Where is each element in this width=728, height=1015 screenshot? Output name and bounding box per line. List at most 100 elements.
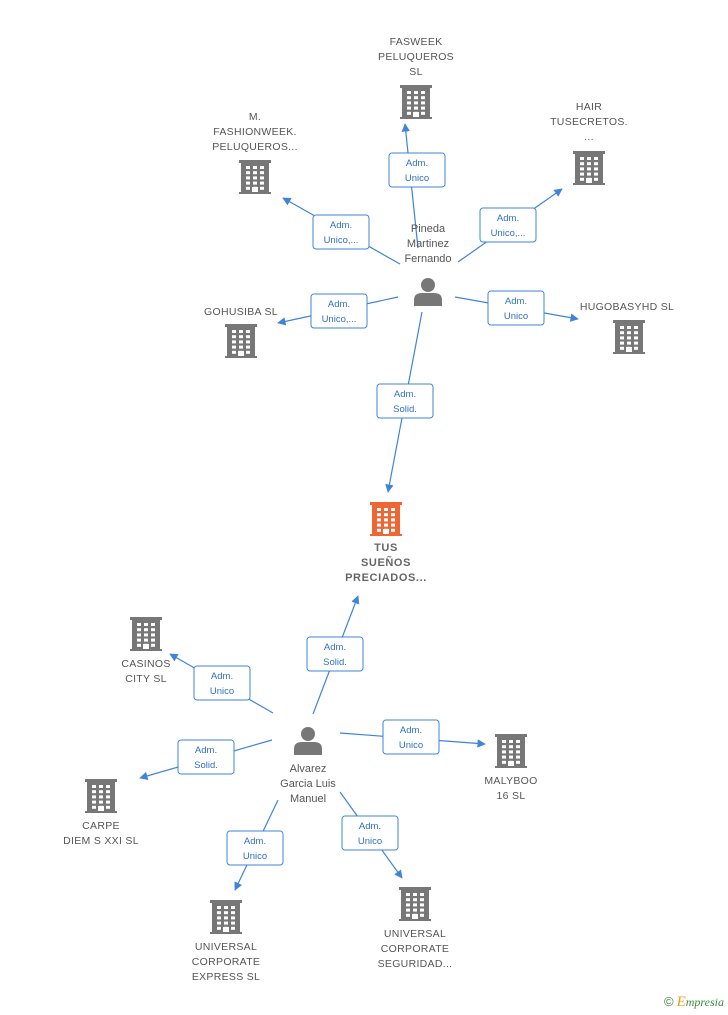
node-label-line: SEGURIDAD... [378,958,453,970]
building-icon[interactable] [370,502,402,536]
node-label-line: PRECIADOS... [345,572,427,584]
node-label-line: FASHIONWEEK. [213,126,297,138]
node-label-line: UNIVERSAL [195,941,257,953]
building-icon[interactable] [613,320,645,354]
relation-label-pineda-to-mfashion[interactable]: Adm. Unico,... [312,214,370,250]
node-label-line: SUEÑOS [361,556,411,569]
building-icon[interactable] [225,324,257,358]
person-icon[interactable] [414,278,442,306]
relation-label-line: Unico,... [322,314,357,325]
relation-label-alvarez-to-seguridad[interactable]: Adm. Unico [341,815,399,851]
relation-label-line: Unico [504,311,528,322]
relation-label-line: Solid. [323,657,347,668]
nodes-layer: TUS SUEÑOS PRECIADOS... PinedaMartinezFerna… [63,36,674,983]
brand-initial: E [676,994,686,1010]
building-icon[interactable] [239,160,271,194]
relation-label-alvarez-to-express[interactable]: Adm. Unico [226,830,284,866]
relation-label-pineda-to-hugobasyhd[interactable]: Adm. Unico [487,290,545,326]
relation-label-alvarez-to-focus[interactable]: Adm. Solid. [306,636,364,672]
node-label-line: Alvarez [290,763,327,775]
relation-label-line: Adm. [406,158,428,169]
node-label-line: 16 SL [497,790,526,802]
node-label-line: PELUQUEROS [378,51,454,63]
node-gohusiba[interactable]: GOHUSIBA SL [204,306,278,358]
relation-label-line: Solid. [393,404,417,415]
relation-label-alvarez-to-casinos[interactable]: Adm.Unico [193,665,251,701]
node-label-line: Pineda [411,223,446,235]
relation-label-line: Solid. [194,760,218,771]
relation-label-line: Unico [358,836,382,847]
node-label-line: Manuel [290,793,326,805]
node-label-line: M. [249,111,261,123]
relation-label-line: Adm. [328,299,350,310]
node-hugobasyhd[interactable]: HUGOBASYHD SL [580,301,674,354]
person-icon[interactable] [294,727,322,755]
node-fasweek[interactable]: FASWEEK PELUQUEROS SL [378,36,454,119]
building-icon[interactable] [400,85,432,119]
brand-name: mpresia [685,995,724,1009]
node-label-line: CORPORATE [381,943,449,955]
node-label-line: TUSECRETOS. [550,116,628,128]
relation-label-line: Adm. [400,725,422,736]
relation-label-alvarez-to-malyboo[interactable]: Adm. Unico [382,719,440,755]
relation-label-line: Adm. [244,836,266,847]
node-label-line: EXPRESS SL [192,971,260,983]
node-label-line: PELUQUEROS... [212,141,298,153]
node-focus[interactable]: TUS SUEÑOS PRECIADOS... [345,502,427,584]
node-hair[interactable]: HAIR TUSECRETOS.... [550,101,628,185]
node-label-line: HAIR [576,101,602,113]
copyright-symbol: © [664,994,674,1009]
relation-label-line: Adm. [497,213,519,224]
relation-label-pineda-to-hair[interactable]: Adm. Unico,... [479,207,537,243]
relation-label-line: Adm. [324,642,346,653]
node-label-line: HUGOBASYHD SL [580,301,674,313]
relation-label-line: Unico [210,686,234,697]
node-label-line: TUS [374,542,398,554]
node-casinos[interactable]: CASINOS CITY SL [121,617,170,685]
node-express[interactable]: UNIVERSAL CORPORATE EXPRESS SL [192,900,260,983]
relation-label-alvarez-to-carpe[interactable]: Adm. Solid. [177,739,235,775]
node-label-line: ... [584,131,594,143]
relation-label-pineda-to-fasweek[interactable]: Adm. Unico [388,152,446,188]
building-icon[interactable] [85,779,117,813]
relation-label-line: Adm. [505,296,527,307]
building-icon[interactable] [399,887,431,921]
node-label-line: CASINOS [121,658,170,670]
node-label-line: DIEM S XXI SL [63,835,139,847]
building-icon[interactable] [130,617,162,651]
relation-label-line: Adm. [359,821,381,832]
node-seguridad[interactable]: UNIVERSAL CORPORATE SEGURIDAD... [378,887,453,970]
relation-label-pineda-to-focus[interactable]: Adm. Solid. [376,383,434,419]
relation-label-line: Unico,... [491,228,526,239]
node-label-line: SL [409,66,422,78]
node-malyboo[interactable]: MALYBOO 16 SL [484,734,537,802]
building-icon[interactable] [210,900,242,934]
node-label-line: GOHUSIBA SL [204,306,278,318]
node-carpe[interactable]: CARPE DIEM S XXI SL [63,779,139,847]
node-label-line: FASWEEK [390,36,443,48]
node-label-line: UNIVERSAL [384,928,446,940]
node-label-line: CORPORATE [192,956,260,968]
brand-logo: © Empresia [664,994,724,1011]
node-label-line: CARPE [82,820,120,832]
relation-label-line: Adm. [394,389,416,400]
building-icon[interactable] [495,734,527,768]
relation-label-line: Unico [405,173,429,184]
node-label-line: Martinez [407,238,449,250]
node-label-line: MALYBOO [484,775,537,787]
relation-label-line: Adm. [330,220,352,231]
relation-label-line: Unico [243,851,267,862]
node-mfashion[interactable]: M. FASHIONWEEK. PELUQUEROS... [212,111,298,194]
node-label-line: Fernando [404,253,451,265]
building-icon[interactable] [573,151,605,185]
relation-label-line: Unico [399,740,423,751]
relation-label-line: Adm. [195,745,217,756]
relation-label-pineda-to-gohusiba[interactable]: Adm. Unico,... [310,293,368,329]
relation-labels-layer: Adm.UnicoAdm.Unico,...Adm.Unico,...Adm.U… [177,152,545,866]
node-label-line: Garcia Luis [280,778,336,790]
node-label-line: CITY SL [125,673,167,685]
relation-label-line: Unico,... [324,235,359,246]
